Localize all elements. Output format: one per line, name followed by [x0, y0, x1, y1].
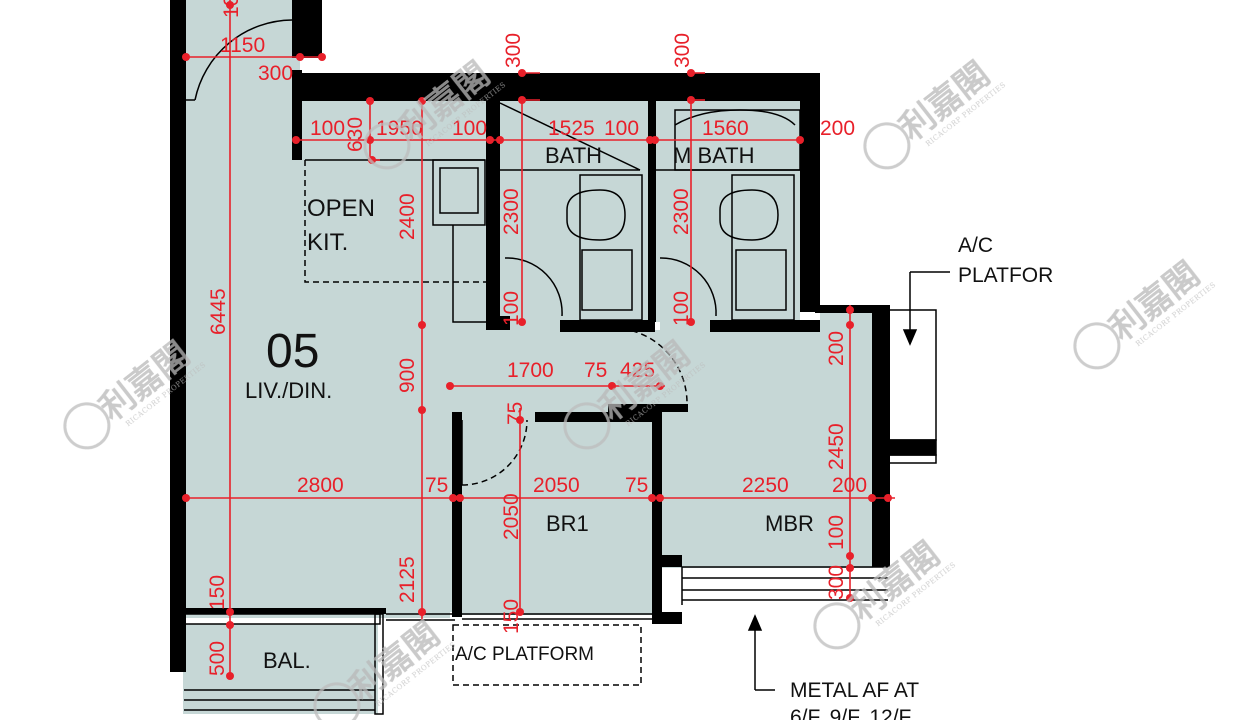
room-balcony: BAL. [263, 648, 311, 673]
label-ac-platform-bottom: A/C PLATFORM [455, 644, 594, 665]
dim-75-br1-top: 75 [504, 402, 527, 425]
floor-m-bath [655, 100, 800, 322]
dim-75-right: 75 [625, 474, 648, 497]
watermark-logo-icon [1073, 322, 1121, 370]
room-m-bath: M BATH [673, 143, 754, 168]
room-open-kit-line2: KIT. [307, 229, 348, 256]
watermark-logo-icon [63, 402, 111, 450]
dim-2400: 2400 [396, 193, 419, 240]
label-metal-af-1: METAL AF AT [790, 679, 919, 702]
dim-300-mbr: 300 [825, 565, 848, 600]
dim-2050-horizontal: 2050 [533, 474, 580, 497]
dimension-lines [186, 0, 895, 676]
dim-200-top: 200 [820, 117, 855, 140]
floor-main [183, 0, 873, 618]
dim-100-mid: 100 [452, 117, 487, 140]
dim-2250: 2250 [742, 474, 789, 497]
room-mbr: MBR [765, 511, 814, 536]
walls [170, 0, 890, 672]
room-br1: BR1 [546, 511, 589, 536]
dim-500: 500 [206, 641, 229, 676]
dim-200-right: 200 [825, 331, 848, 366]
dim-75-left: 75 [425, 474, 448, 497]
dim-2125: 2125 [396, 556, 419, 603]
dim-300-bath: 300 [502, 33, 525, 68]
dim-100-mbr: 100 [825, 515, 848, 550]
label-ac-platform-right-1: A/C [958, 234, 993, 257]
dimension-labels: 1150 300 10 100 630 1950 100 1525 100 15… [206, 0, 867, 676]
dim-100-mbath-bottom: 100 [670, 291, 693, 326]
dim-1560: 1560 [702, 117, 749, 140]
room-liv-din: LIV./DIN. [245, 378, 332, 403]
watermark-logo-icon [563, 402, 611, 450]
room-open-kit-line1: OPEN [307, 195, 375, 222]
dim-75-corridor: 75 [584, 359, 607, 382]
dim-900: 900 [396, 358, 419, 393]
dim-300: 300 [258, 62, 293, 85]
watermark-logo-icon [363, 122, 411, 170]
dim-1150: 1150 [220, 34, 265, 57]
dim-100-right: 100 [604, 117, 639, 140]
dim-1700: 1700 [507, 359, 554, 382]
dim-425: 425 [620, 359, 655, 382]
dim-100-bath-bottom: 100 [500, 291, 523, 326]
label-metal-af-2: 6/F, 9/F, 12/F [790, 706, 911, 720]
dim-2050-vertical: 2050 [500, 493, 523, 540]
dim-150-left: 150 [206, 575, 229, 610]
dim-150-br1: 150 [500, 599, 523, 634]
dimension-ticks [182, 1, 892, 680]
dim-100-left: 100 [310, 117, 345, 140]
dim-10: 10 [220, 0, 243, 18]
label-ac-platform-right-2: PLATFOR [958, 264, 1053, 287]
watermark-logo-icon [863, 122, 911, 170]
room-bath: BATH [545, 143, 602, 168]
dim-630: 630 [344, 117, 367, 152]
fixtures [179, 19, 950, 715]
floor-br1 [460, 420, 652, 615]
dim-200-mbr: 200 [832, 474, 867, 497]
unit-number: 05 [266, 325, 319, 378]
dim-6445: 6445 [207, 288, 230, 335]
dim-2450: 2450 [825, 423, 848, 470]
floor-balcony [183, 624, 378, 714]
dim-1525: 1525 [548, 117, 595, 140]
dim-2800: 2800 [297, 474, 344, 497]
dim-300-mbath: 300 [671, 33, 694, 68]
watermark-logo-icon [813, 602, 861, 650]
floor-areas [183, 0, 873, 714]
dim-2300-mbath: 2300 [670, 188, 693, 235]
dim-2300-bath: 2300 [500, 188, 523, 235]
